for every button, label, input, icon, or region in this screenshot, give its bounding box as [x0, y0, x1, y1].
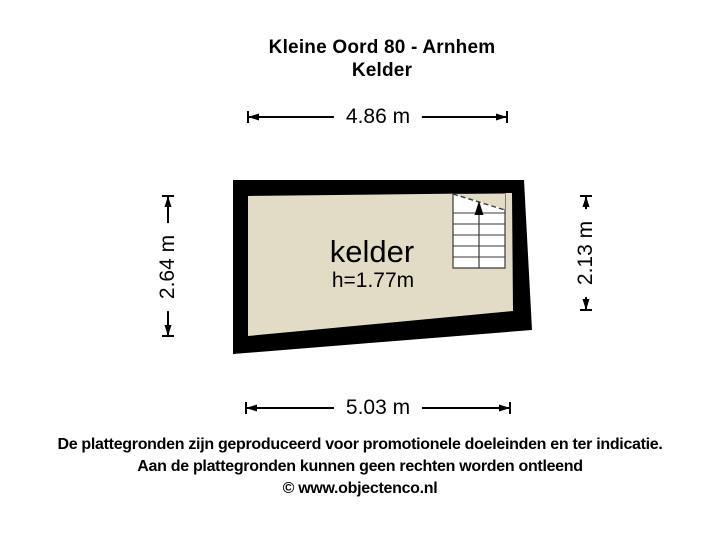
page-title: Kleine Oord 80 - Arnhem Kelder: [44, 36, 720, 82]
title-address: Kleine Oord 80 - Arnhem: [268, 37, 496, 58]
staircase-icon: [452, 193, 506, 269]
dimension-label-right: 2.13 m: [572, 208, 600, 298]
dimension-label-bottom: 5.03 m: [333, 394, 423, 422]
dimension-label-left: 2.64 m: [154, 222, 182, 312]
disclaimer-line-2: Aan de plattegronden kunnen geen rechten…: [137, 458, 583, 475]
dimension-label-top: 4.86 m: [333, 103, 423, 131]
stairs-up-arrow-icon: [474, 201, 484, 215]
disclaimer-line-1: De plattegronden zijn geproduceerd voor …: [57, 436, 663, 453]
disclaimer: De plattegronden zijn geproduceerd voor …: [0, 434, 720, 500]
kelder-floor: [248, 193, 513, 336]
room-height-label: h=1.77m: [331, 269, 415, 292]
copyright-line: © www.objectenco.nl: [282, 480, 438, 497]
title-floor: Kelder: [351, 60, 413, 81]
room-name-label: kelder: [329, 234, 415, 269]
